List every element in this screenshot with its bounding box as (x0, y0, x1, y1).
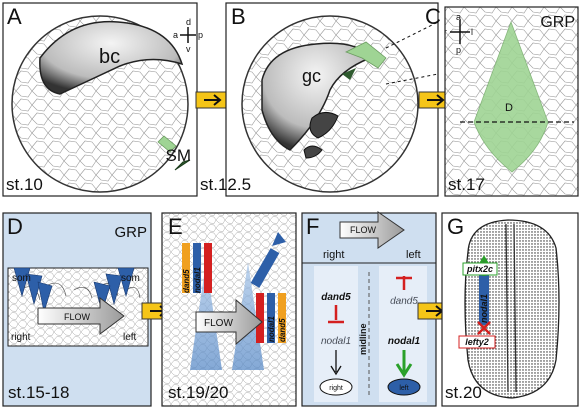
label-som-right: som (121, 273, 140, 284)
nodal1-label-left: nodal1 (193, 267, 202, 293)
gc-fold (303, 112, 339, 159)
label-right-d: right (11, 332, 31, 343)
flow-arrow-d: FLOW (37, 297, 125, 335)
label-som-left: som (12, 273, 31, 284)
arrow-b-to-c (418, 91, 450, 109)
stage-g: st.20 (445, 383, 482, 402)
sm-pointer-arrow (174, 159, 191, 171)
nodal1-label-right: nodal1 (267, 316, 276, 342)
nodal1-label-g: nodal1 (479, 294, 489, 323)
panel-c: GRP D st.17 C a p r l (425, 4, 579, 197)
neural-tube (505, 223, 517, 393)
somite-cones-left (13, 267, 53, 313)
arrow-a-to-b (195, 91, 227, 109)
pitx2c-label: pitx2c (466, 264, 493, 274)
nodal1-bar-g (479, 275, 489, 325)
panel-letter-c: C (425, 4, 441, 29)
stage-e: st.19/20 (168, 383, 229, 402)
arrow-f-to-g (417, 302, 449, 320)
flow-label-d: FLOW (64, 312, 91, 322)
outcome-right-label: right (329, 385, 343, 392)
label-d: D (505, 102, 513, 114)
stage-d: st.15-18 (8, 383, 69, 402)
label-left-d: left (123, 332, 137, 343)
lefty2-cross (477, 321, 491, 335)
compass-d: d (186, 17, 191, 27)
label-right-f: right (323, 249, 344, 261)
panel-d: FLOW D GRP som som right left st.15-18 (2, 212, 152, 407)
outcome-right (319, 378, 353, 396)
label-midline: midline (358, 323, 368, 355)
stage-c: st.17 (448, 175, 485, 194)
compass-b: d v a p (173, 17, 203, 54)
blastocoel-bc (39, 20, 184, 95)
down-arrow-left (395, 350, 413, 378)
gene-bars-left: dand5 nodal1 (182, 243, 212, 293)
panel-letter-b: B (231, 4, 246, 29)
label-grp-c: GRP (540, 14, 575, 31)
nodal1-up-arrow (250, 232, 286, 288)
inhibit-right (328, 305, 344, 324)
nodal1-left-f: nodal1 (388, 336, 421, 347)
flow-arrow-f: FLOW (339, 211, 405, 249)
compass-c-l: l (471, 27, 473, 37)
panel-letter-a: A (7, 4, 22, 29)
dand5-right-f: dand5 (321, 292, 351, 303)
zoom-line-top (385, 21, 439, 49)
label-gc: gc (302, 66, 321, 86)
panel-b: B gc st.12.5 d v a p (173, 2, 439, 197)
label-bc: bc (99, 46, 120, 68)
zoom-line-bottom (385, 73, 439, 85)
panel-letter-g: G (447, 214, 464, 239)
stage-b: st.12.5 (200, 175, 251, 194)
compass-c: a p r l (444, 12, 473, 55)
lefty2-label: lefty2 (465, 337, 489, 347)
compass-a: a (173, 30, 178, 40)
panel-letter-f: F (306, 214, 319, 239)
panel-f: FLOW right left midline dand5 nodal1 rig… (301, 211, 437, 407)
flow-label-f: FLOW (350, 225, 377, 235)
compass-c-r: r (444, 27, 447, 37)
compass-p: p (198, 30, 203, 40)
panel-letter-d: D (7, 214, 23, 239)
panel-a: A bc SM st.10 (2, 2, 198, 197)
label-sm: SM (166, 146, 192, 165)
label-grp-d: GRP (114, 224, 147, 241)
lefty2-box (458, 335, 496, 349)
gc-pointer-arrow (342, 68, 356, 80)
dand5-label-right: dand5 (278, 318, 287, 342)
down-arrow-right (330, 350, 342, 376)
compass-c-a: a (456, 12, 461, 22)
panel-letter-e: E (168, 214, 183, 239)
flow-arrow-e: FLOW (195, 298, 263, 346)
outcome-left-label: left (399, 385, 408, 392)
outcome-left (387, 378, 421, 396)
somite-cones-right (93, 267, 135, 314)
pitx2c-box (462, 262, 498, 276)
dand5-left-f: dand5 (390, 296, 418, 307)
stage-a: st.10 (6, 175, 43, 194)
panel-e: dand5 nodal1 nodal1 dand5 FLOW E st.19/2… (161, 212, 297, 407)
inhibit-left (396, 276, 412, 290)
dand5-label-left: dand5 (182, 269, 191, 293)
compass-v: v (186, 44, 191, 54)
flow-label-e: FLOW (204, 318, 233, 329)
superficial-mesoderm (157, 135, 177, 153)
nodal1-right-f: nodal1 (321, 336, 351, 347)
panel-g: nodal1 pitx2c lefty2 G st.20 (441, 212, 579, 407)
compass-c-p: p (456, 45, 461, 55)
grp-triangle (473, 20, 549, 173)
grp-strip-b (345, 41, 387, 69)
gene-bars-right: nodal1 dand5 (256, 293, 287, 343)
label-left-f: left (406, 249, 421, 261)
